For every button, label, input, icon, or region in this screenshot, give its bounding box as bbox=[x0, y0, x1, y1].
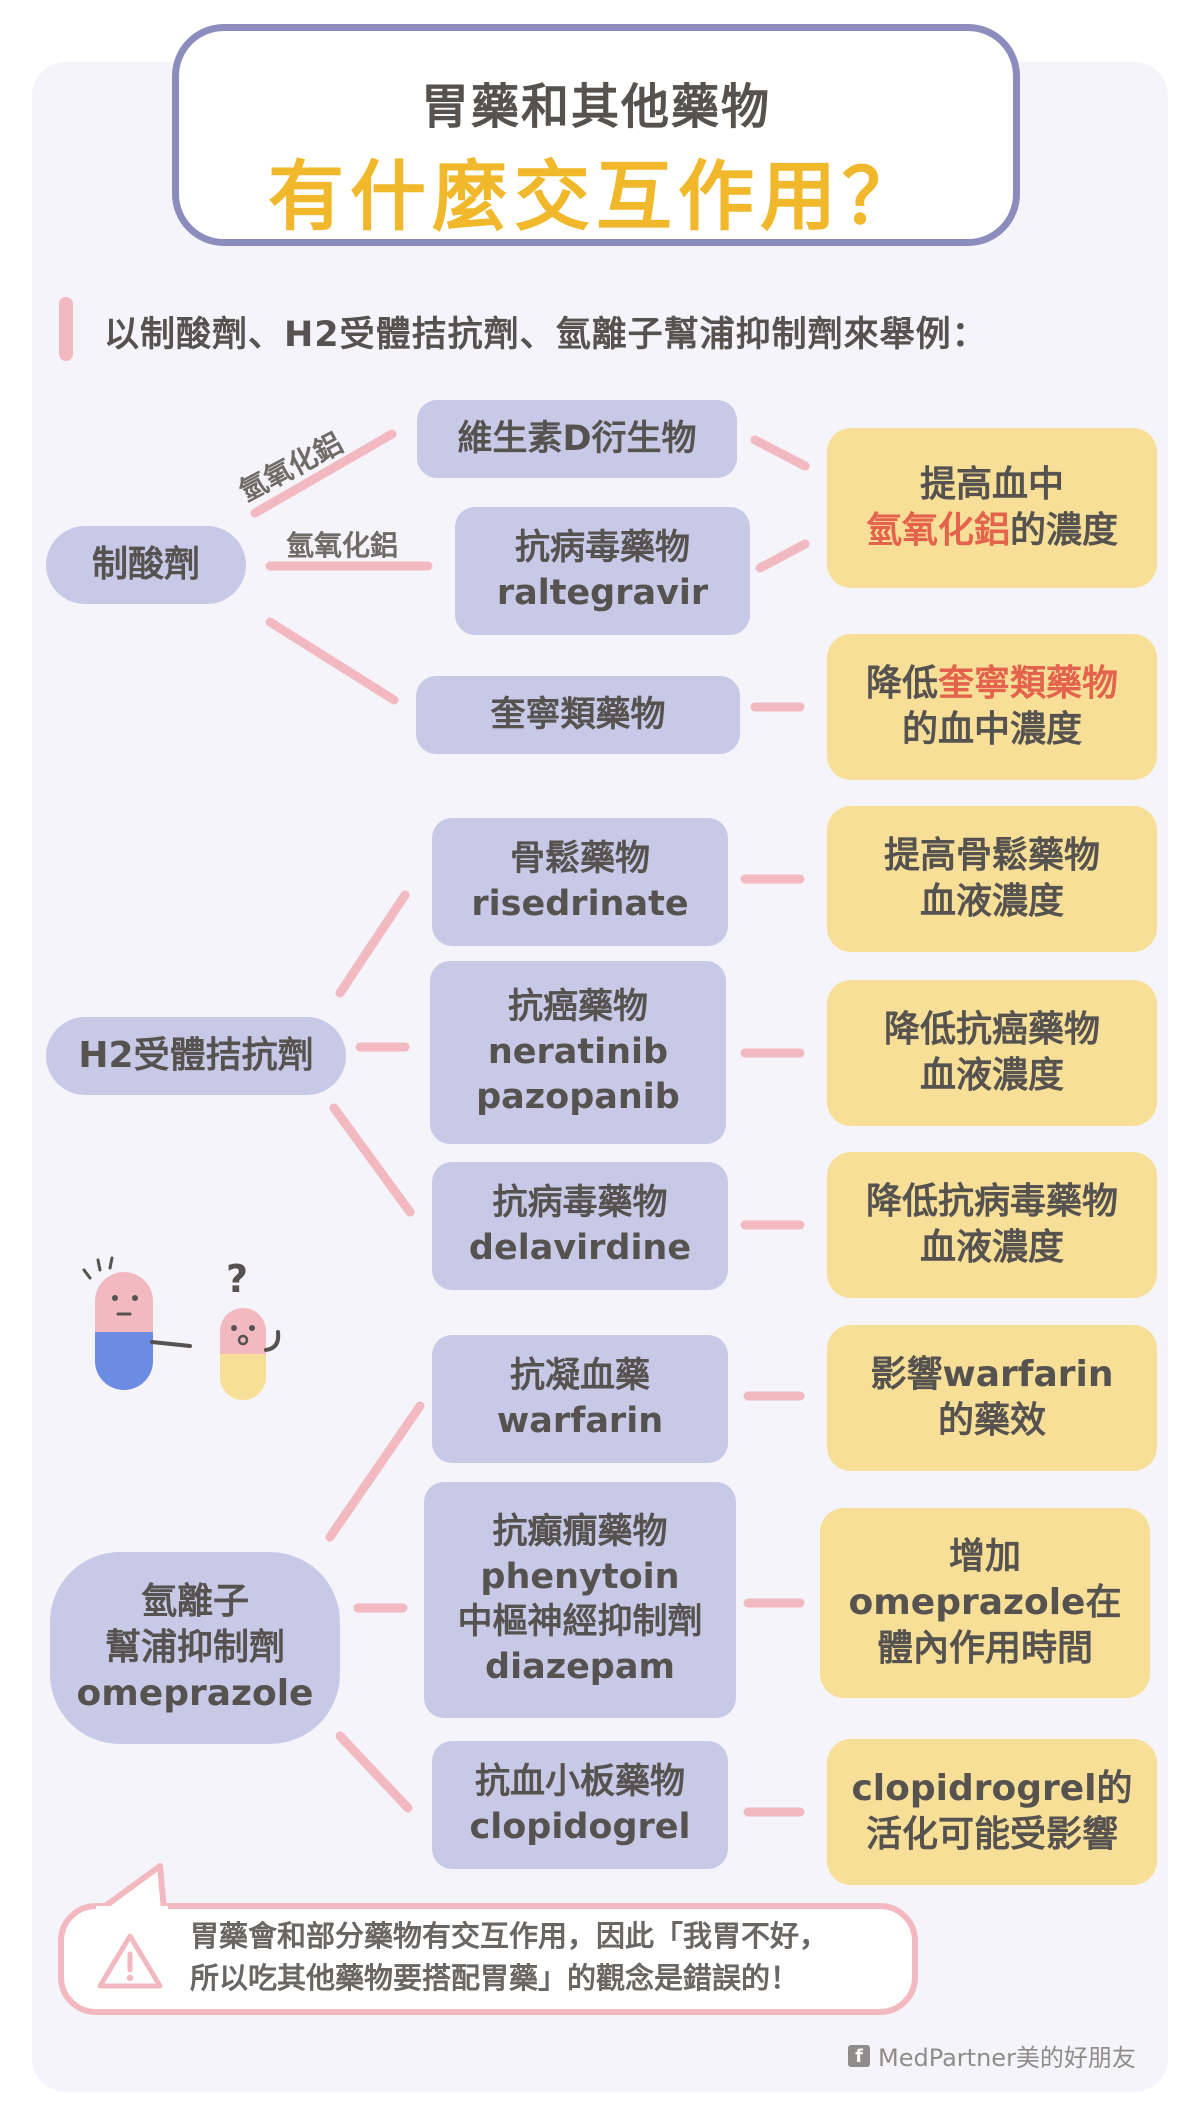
connector-line bbox=[325, 1401, 425, 1542]
result-label: 影響warfarin bbox=[870, 1353, 1114, 1395]
result-text: 的濃度 bbox=[1010, 510, 1119, 551]
drug-label: 抗癌藥物 bbox=[507, 987, 648, 1028]
drug-label: pazopanib bbox=[476, 1076, 680, 1117]
drug-label: delavirdine bbox=[468, 1228, 692, 1268]
category-label: 制酸劑 bbox=[91, 543, 200, 585]
drug-label: 抗病毒藥物 bbox=[514, 528, 690, 569]
drug-vitamin-d-derivative: 維生素D衍生物 bbox=[417, 400, 737, 478]
drug-antiplatelet-clopidogrel: 抗血小板藥物 clopidogrel bbox=[432, 1741, 728, 1869]
drug-label: 抗癲癇藥物 bbox=[492, 1512, 668, 1553]
intro-text: 以制酸劑、H2受體拮抗劑、氫離子幫浦抑制劑來舉例： bbox=[104, 315, 988, 355]
result-clopidogrel-activation: clopidrogrel的 活化可能受影響 bbox=[827, 1739, 1157, 1885]
result-raise-osteoporosis: 提高骨鬆藥物 血液濃度 bbox=[827, 806, 1157, 952]
connector-line bbox=[335, 890, 410, 998]
result-label: 氫氧化鋁的濃度 bbox=[866, 508, 1118, 554]
drug-label: 奎寧類藥物 bbox=[490, 694, 666, 735]
connector-line bbox=[250, 429, 397, 518]
category-antacid: 制酸劑 bbox=[46, 526, 246, 604]
result-raise-aluminum: 提高血中 氫氧化鋁的濃度 bbox=[827, 428, 1157, 588]
category-proton-pump-inhibitor: 氫離子 幫浦抑制劑 omeprazole bbox=[50, 1552, 340, 1744]
drug-label: 中樞神經抑制劑 bbox=[457, 1602, 703, 1642]
callout-pointer bbox=[96, 1863, 168, 1912]
drug-label: phenytoin bbox=[480, 1557, 680, 1598]
result-label: omeprazole在 bbox=[848, 1581, 1122, 1623]
highlight-text: 氫氧化鋁 bbox=[865, 510, 1010, 551]
result-label: 的藥效 bbox=[937, 1400, 1046, 1441]
drug-antiviral-delavirdine: 抗病毒藥物 delavirdine bbox=[432, 1162, 728, 1290]
warning-icon bbox=[97, 1933, 163, 1989]
pill-characters-illustration: ? bbox=[82, 1256, 281, 1400]
result-warfarin-effect: 影響warfarin 的藥效 bbox=[827, 1325, 1157, 1471]
result-label: 血液濃度 bbox=[919, 1227, 1064, 1268]
result-label: 血液濃度 bbox=[919, 881, 1064, 922]
connector-line bbox=[750, 435, 810, 471]
drug-label: clopidogrel bbox=[469, 1807, 691, 1847]
credit: f MedPartner美的好朋友 bbox=[848, 2038, 1136, 2073]
result-label: 提高血中 bbox=[919, 463, 1064, 505]
result-label: 降低抗癌藥物 bbox=[883, 1008, 1100, 1050]
result-lower-anticancer: 降低抗癌藥物 血液濃度 bbox=[827, 980, 1157, 1126]
credit-text: MedPartner美的好朋友 bbox=[878, 2044, 1136, 2072]
category-label: 幫浦抑制劑 bbox=[104, 1626, 285, 1668]
result-lower-antiviral: 降低抗病毒藥物 血液濃度 bbox=[827, 1152, 1157, 1298]
connector-line bbox=[329, 1103, 415, 1217]
drug-label: 抗血小板藥物 bbox=[474, 1762, 685, 1803]
drug-osteoporosis-risedrinate: 骨鬆藥物 risedrinate bbox=[432, 818, 728, 946]
facebook-icon: f bbox=[848, 2044, 870, 2067]
intro-accent-bar bbox=[59, 297, 73, 361]
result-text: 降低 bbox=[865, 662, 938, 704]
callout-line: 所以吃其他藥物要搭配胃藥」的觀念是錯誤的！ bbox=[190, 1961, 800, 1996]
drug-label: 抗凝血藥 bbox=[509, 1356, 650, 1397]
highlight-text: 奎寧類藥物 bbox=[938, 662, 1119, 704]
drug-label: diazepam bbox=[485, 1646, 675, 1687]
svg-text:?: ? bbox=[226, 1257, 248, 1301]
result-label: 降低奎寧類藥物 bbox=[866, 661, 1118, 707]
drug-anticoagulant-warfarin: 抗凝血藥 warfarin bbox=[432, 1335, 728, 1463]
edge-label-aluminum-hydroxide: 氫氧化鋁 bbox=[286, 529, 399, 562]
drug-antiviral-raltegravir: 抗病毒藥物 raltegravir bbox=[455, 507, 750, 635]
result-lower-quinine: 降低奎寧類藥物 的血中濃度 bbox=[827, 634, 1157, 780]
callout-line: 胃藥會和部分藥物有交互作用，因此「我胃不好， bbox=[190, 1919, 829, 1953]
drug-quinine-class: 奎寧類藥物 bbox=[416, 676, 740, 754]
result-omeprazole-duration: 增加 omeprazole在 體內作用時間 bbox=[820, 1508, 1150, 1698]
drug-anticancer: 抗癌藥物 neratinib pazopanib bbox=[430, 961, 726, 1144]
warning-callout bbox=[58, 1903, 918, 2015]
result-label: 提高骨鬆藥物 bbox=[883, 834, 1100, 876]
title-box: 胃藥和其他藥物 有什麼交互作用？ bbox=[172, 24, 1020, 246]
result-label: clopidrogrel的 bbox=[851, 1767, 1133, 1809]
result-label: 血液濃度 bbox=[919, 1055, 1064, 1096]
drug-label: raltegravir bbox=[496, 573, 709, 613]
result-label: 活化可能受影響 bbox=[865, 1814, 1118, 1855]
drug-label: neratinib bbox=[487, 1032, 669, 1073]
result-label: 的血中濃度 bbox=[901, 709, 1082, 750]
connector-line bbox=[265, 617, 399, 705]
drug-label: 維生素D衍生物 bbox=[457, 418, 697, 459]
drug-label: warfarin bbox=[496, 1401, 664, 1441]
result-label: 體內作用時間 bbox=[876, 1628, 1093, 1670]
connector-line bbox=[335, 1731, 413, 1813]
category-label: 氫離子 bbox=[140, 1580, 249, 1622]
drug-label: 抗病毒藥物 bbox=[492, 1183, 668, 1224]
drug-label: 骨鬆藥物 bbox=[509, 839, 650, 880]
drug-antiepileptic-cns-depressant: 抗癲癇藥物 phenytoin 中樞神經抑制劑 diazepam bbox=[424, 1482, 736, 1718]
callout-text: 胃藥會和部分藥物有交互作用，因此「我胃不好， 所以吃其他藥物要搭配胃藥」的觀念是… bbox=[190, 1915, 828, 1999]
category-label: H2受體拮抗劑 bbox=[78, 1034, 314, 1076]
title-main: 有什麼交互作用？ bbox=[268, 152, 924, 241]
category-h2-antagonist: H2受體拮抗劑 bbox=[46, 1017, 346, 1095]
connector-line bbox=[755, 539, 810, 573]
title-subtitle: 胃藥和其他藥物 bbox=[420, 79, 771, 135]
result-label: 降低抗病毒藥物 bbox=[865, 1180, 1118, 1222]
category-label: omeprazole bbox=[76, 1673, 314, 1715]
result-label: 增加 bbox=[948, 1535, 1021, 1577]
drug-label: risedrinate bbox=[471, 884, 689, 924]
